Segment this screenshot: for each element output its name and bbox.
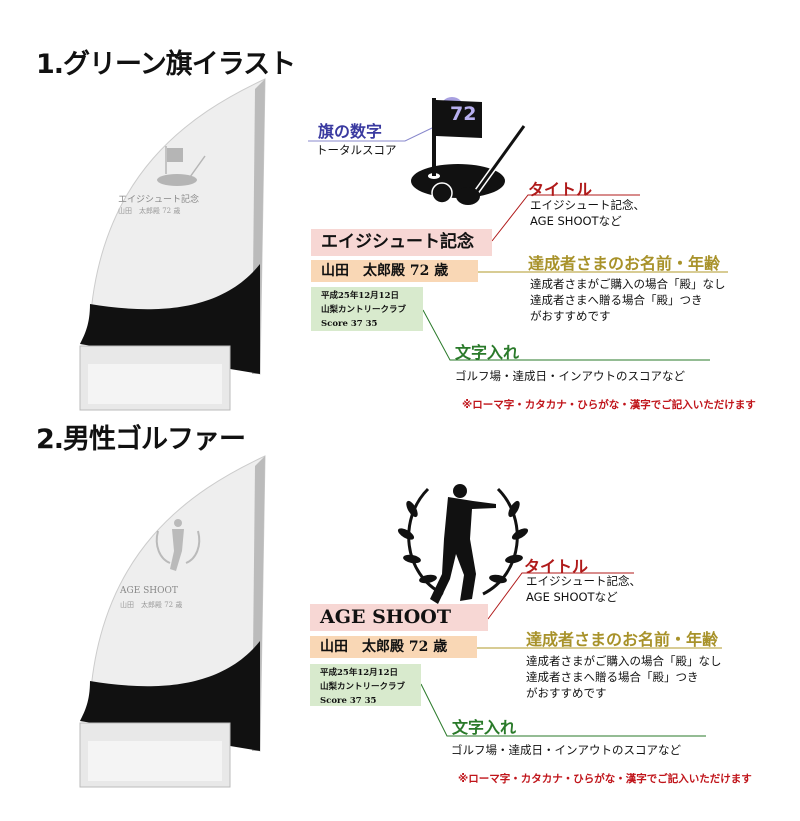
- engraved-title-preview: AGE SHOOT: [120, 586, 178, 596]
- section-green-flag: 1.グリーン旗イラスト エイジシュート記念 山田 太郎殿 72 歳 72 旗の数…: [0, 46, 800, 446]
- title-label: タイトル: [528, 180, 593, 199]
- sample-text-line: 山梨カントリークラブ: [321, 305, 407, 315]
- input-note: ※ローマ字・カタカナ・ひらがな・漢字でご記入いただけます: [462, 399, 756, 411]
- title-desc: エイジシュート記念、 AGE SHOOTなど: [530, 197, 645, 229]
- name-desc-line: 達成者さまへ贈る場合「殿」つき: [526, 670, 699, 684]
- title-label: タイトル: [524, 557, 589, 576]
- sample-text-box: 平成25年12月12日 山梨カントリークラブ Score 37 35: [311, 287, 423, 331]
- sample-text-line: 平成25年12月12日: [320, 668, 398, 678]
- section-heading: 2.男性ゴルファー: [36, 424, 246, 455]
- name-desc: 達成者さまがご購入の場合「殿」なし 達成者さまへ贈る場合「殿」つき がおすすめで…: [526, 653, 722, 701]
- input-note: ※ローマ字・カタカナ・ひらがな・漢字でご記入いただけます: [458, 773, 752, 785]
- sample-text-line: 山梨カントリークラブ: [320, 682, 406, 692]
- engraved-title-preview: エイジシュート記念: [118, 195, 200, 205]
- name-label: 達成者さまのお名前・年齢: [526, 630, 719, 649]
- text-desc: ゴルフ場・達成日・インアウトのスコアなど: [455, 369, 685, 383]
- sample-name-box: 山田 太郎殿 72 歳: [310, 636, 477, 658]
- text-desc: ゴルフ場・達成日・インアウトのスコアなど: [451, 743, 681, 757]
- golf-flag-hole-club-icon: [411, 97, 527, 205]
- flag-number-desc: トータルスコア: [316, 143, 397, 157]
- engraved-name-preview: 山田 太郎殿 72 歳: [120, 601, 183, 609]
- flag-number: 72: [450, 103, 477, 125]
- title-desc-line: AGE SHOOTなど: [526, 590, 618, 604]
- name-desc-line: がおすすめです: [530, 309, 611, 323]
- name-desc-line: 達成者さまがご購入の場合「殿」なし: [526, 654, 722, 668]
- male-golfer-laurel-icon: [397, 484, 529, 604]
- title-desc-line: エイジシュート記念、: [530, 198, 645, 212]
- name-desc-line: 達成者さまがご購入の場合「殿」なし: [530, 277, 726, 291]
- section-heading: 1.グリーン旗イラスト: [36, 49, 296, 80]
- text-label: 文字入れ: [452, 718, 517, 737]
- connector-lines: [420, 572, 722, 737]
- engraved-name-preview: 山田 太郎殿 72 歳: [118, 207, 181, 215]
- title-desc: エイジシュート記念、 AGE SHOOTなど: [526, 573, 641, 605]
- trophy-image: [79, 78, 266, 411]
- connector-lines: [308, 127, 728, 361]
- sample-title-box: AGE SHOOT: [310, 604, 488, 631]
- name-desc-line: がおすすめです: [526, 686, 607, 700]
- sample-text-line: Score 37 35: [320, 696, 377, 706]
- title-desc-line: AGE SHOOTなど: [530, 214, 622, 228]
- name-desc-line: 達成者さまへ贈る場合「殿」つき: [530, 293, 703, 307]
- sample-title-box: エイジシュート記念: [311, 229, 492, 256]
- name-desc: 達成者さまがご購入の場合「殿」なし 達成者さまへ贈る場合「殿」つき がおすすめで…: [530, 276, 726, 324]
- sample-text-line: Score 37 35: [321, 319, 378, 329]
- name-label: 達成者さまのお名前・年齢: [528, 254, 721, 273]
- flag-number-label: 旗の数字: [318, 122, 383, 141]
- trophy-image: [79, 455, 266, 788]
- text-label: 文字入れ: [455, 343, 520, 362]
- sample-text-box: 平成25年12月12日 山梨カントリークラブ Score 37 35: [310, 664, 421, 706]
- sample-text-line: 平成25年12月12日: [321, 291, 399, 301]
- title-desc-line: エイジシュート記念、: [526, 574, 641, 588]
- sample-name-box: 山田 太郎殿 72 歳: [311, 260, 478, 282]
- section-male-golfer: 2.男性ゴルファー AGE SHOOT 山田 太郎殿 72 歳: [0, 421, 800, 821]
